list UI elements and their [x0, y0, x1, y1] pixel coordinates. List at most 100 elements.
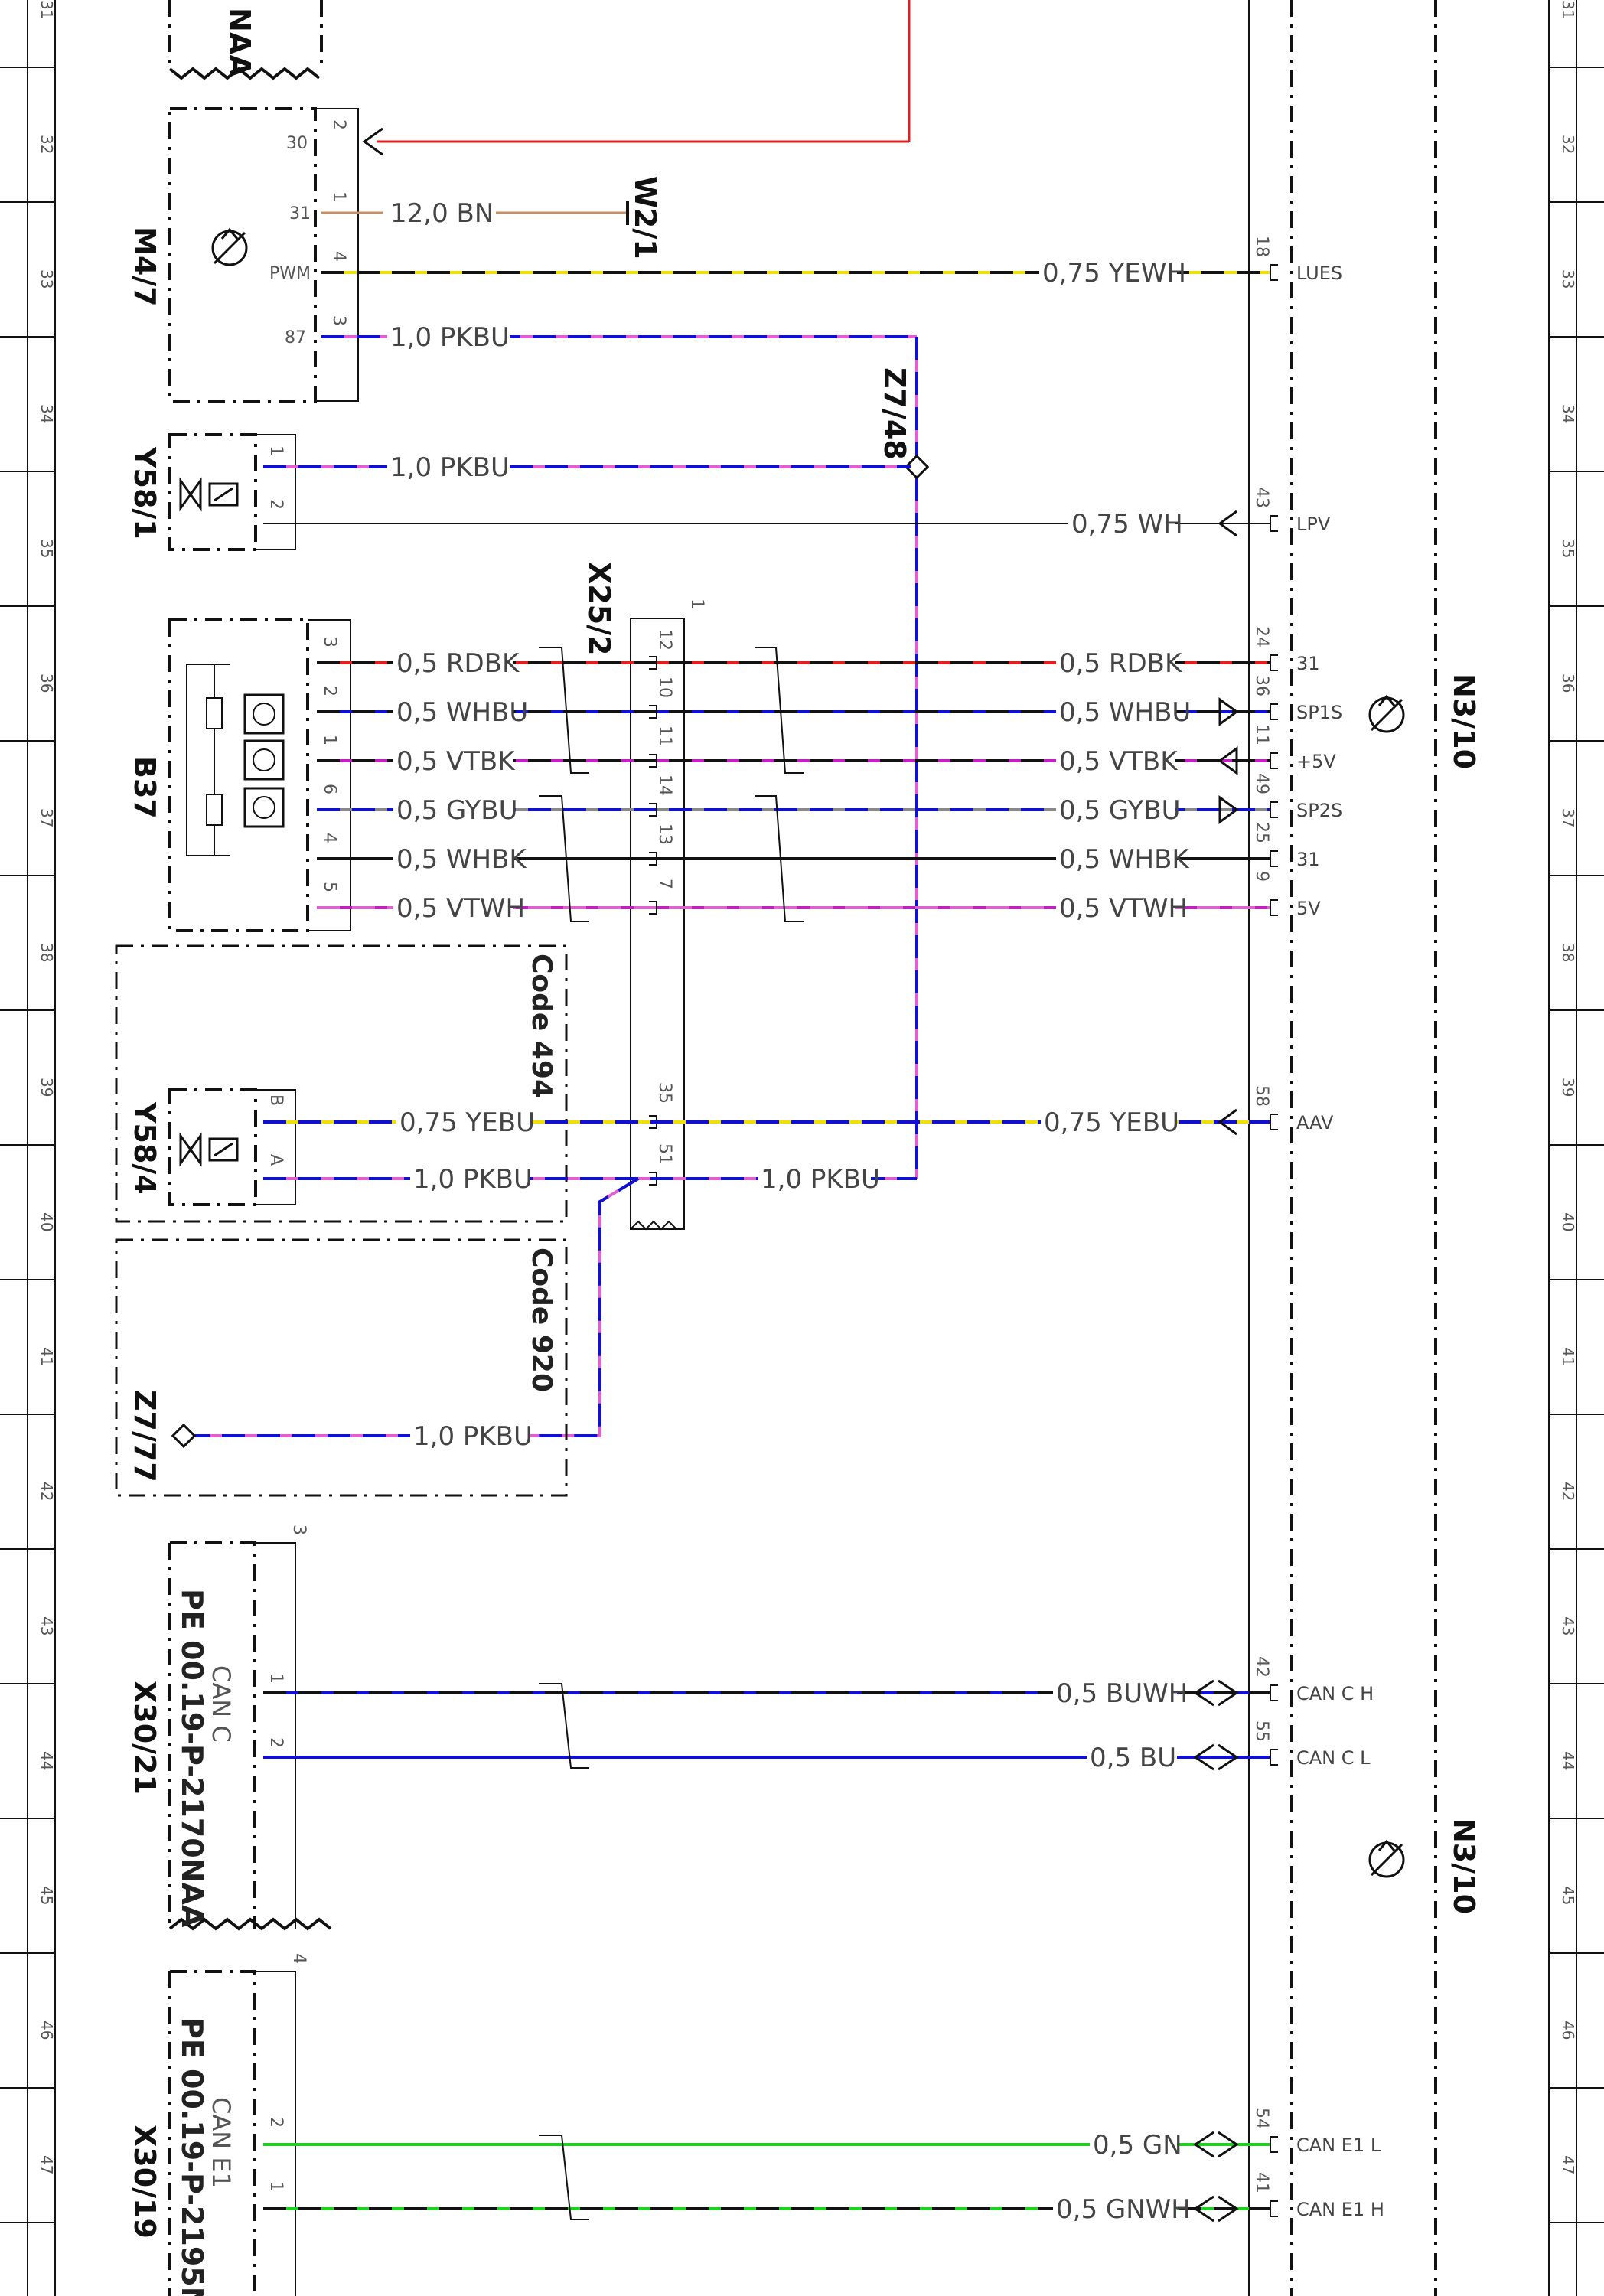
n310-pin-sig-54: CAN E1 L	[1296, 2135, 1381, 2156]
m47-pin-num-2: 2	[329, 119, 348, 130]
x252-pin-51: 51	[655, 1143, 674, 1165]
row-label-46-L: 46	[37, 2020, 56, 2040]
row-label-47-L: 47	[37, 2155, 56, 2174]
x252-pin-13: 13	[655, 823, 674, 845]
x3019-label: X30/19	[128, 2125, 161, 2239]
row-label-45-R: 45	[1559, 1886, 1577, 1905]
x3019-pe-ref: PE 00.19-P-2195N	[175, 2017, 209, 2296]
b37-label: B37	[128, 756, 161, 819]
wire-pkbu-z777-label: 1,0 PKBU	[413, 1421, 533, 1452]
code920-label: Code 920	[526, 1247, 557, 1392]
x3019-ref: 4	[289, 1953, 308, 1964]
row-label-40-L: 40	[37, 1212, 56, 1231]
wire-b37-right-label-1: 0,5 WHBU	[1059, 697, 1191, 728]
n310-pin-tick-25	[1270, 850, 1278, 867]
n310-pin-sig-24: 31	[1296, 653, 1320, 674]
connector-arrow-m47	[362, 127, 383, 156]
top-partial-label: NAA	[223, 8, 256, 77]
wire-b37-left-label-5: 0,5 VTWH	[396, 893, 525, 924]
n310-pin-sig-11: +5V	[1296, 751, 1336, 772]
x252-ref: 1	[687, 598, 706, 609]
n310-pin-sig-9: 5V	[1296, 898, 1321, 919]
twist-marker-1	[539, 647, 589, 774]
n310-pin-sig-55: CAN C L	[1296, 1747, 1371, 1769]
x252-label: X25/2	[582, 562, 616, 656]
top-partial-component: NAA	[168, 0, 323, 80]
b37-pin-5: 5	[320, 882, 339, 892]
n310-pin-sig-42: CAN C H	[1296, 1683, 1374, 1704]
z748-label: Z7/48	[878, 367, 911, 460]
m47-component: M4/7	[128, 107, 359, 403]
y584-valve-icon	[208, 1137, 239, 1162]
code920-box	[115, 1238, 568, 1497]
x3021-pin-2: 2	[266, 1737, 285, 1748]
x3019-pin-1: 1	[266, 2181, 285, 2192]
wire-b37-left-label-2: 0,5 VTBK	[396, 746, 516, 777]
x252-pin-tick-0	[649, 656, 657, 670]
row-label-40-R: 40	[1559, 1212, 1577, 1231]
x252-pin-11: 11	[655, 726, 674, 747]
x252-pin-10: 10	[655, 677, 674, 698]
row-label-44-R: 44	[1559, 1751, 1577, 1770]
n310-pin-tick-36	[1270, 703, 1278, 720]
n310-pin-num-55: 55	[1252, 1720, 1271, 1742]
row-label-34-L: 34	[37, 404, 56, 423]
y584-pin-a: A	[266, 1154, 285, 1166]
row-label-46-R: 46	[1559, 2020, 1577, 2040]
row-label-32-L: 32	[37, 135, 56, 154]
row-label-33-L: 33	[37, 269, 56, 289]
wire-bu-label: 0,5 BU	[1090, 1743, 1176, 1773]
x3021-pe-ref: PE 00.19-P-2170NAA	[175, 1589, 209, 1928]
row-label-36-R: 36	[1559, 673, 1577, 693]
n310-pin-tick-11	[1270, 752, 1278, 769]
n310-pin-tick-9	[1270, 899, 1278, 916]
w21-label: W2/1	[628, 176, 662, 259]
b37-pin-4: 4	[320, 833, 339, 843]
m47-pin-name-87: 87	[285, 328, 306, 347]
n310-pin-tick-49	[1270, 801, 1278, 818]
n310-pin-num-54: 54	[1252, 2108, 1271, 2129]
wire-wh-label: 0,75 WH	[1071, 509, 1183, 540]
row-label-45-L: 45	[37, 1886, 56, 1905]
m47-pin-num-3: 3	[329, 315, 348, 326]
n310-pin-num-24: 24	[1252, 626, 1271, 647]
x252-connector: X25/2 1	[582, 562, 706, 1231]
wire-b37-right-label-5: 0,5 VTWH	[1059, 893, 1188, 924]
n310-pin-tick-42	[1270, 1684, 1278, 1701]
n310-pin-tick-24	[1270, 654, 1278, 671]
m47-pins: 30 2 31 1 PWM 4 87 3	[269, 119, 348, 347]
row-label-37-R: 37	[1559, 808, 1577, 827]
twist-marker-can-c	[539, 1683, 589, 1769]
n310-pin-sig-18: LUES	[1296, 263, 1342, 284]
x252-pin-14: 14	[655, 775, 674, 796]
m47-pin-name-pwm: PWM	[269, 264, 311, 283]
arrow-can-e1-h	[1193, 2195, 1239, 2223]
row-label-36-L: 36	[37, 673, 56, 693]
y581-valve-icon	[208, 482, 239, 507]
wire-pkbu-y584-left-label: 1,0 PKBU	[413, 1164, 533, 1195]
n310-pin-tick-58	[1270, 1114, 1278, 1130]
arrow-can-c-h	[1193, 1679, 1239, 1707]
wire-bn-label: 12,0 BN	[390, 198, 494, 229]
row-label-39-L: 39	[37, 1078, 56, 1097]
n310-pin-num-36: 36	[1252, 675, 1271, 696]
x3019-component: PE 00.19-P-2195N CAN E1 X30/19 4 2 1	[128, 1953, 308, 2296]
n310-pin-tick-43	[1270, 515, 1278, 532]
y581-pin-1: 1	[266, 445, 285, 456]
b37-sensor-icon-2	[243, 739, 285, 781]
arrow-5v	[1218, 746, 1238, 775]
n310-pin-num-11: 11	[1252, 724, 1271, 745]
row-label-41-L: 41	[37, 1347, 56, 1366]
wire-b37-right-label-2: 0,5 VTBK	[1059, 746, 1179, 777]
arrow-sp2s	[1218, 795, 1239, 824]
b37-pin-2: 2	[320, 686, 339, 696]
b37-pin-1: 1	[320, 735, 339, 745]
n310-pin-num-42: 42	[1252, 1656, 1271, 1678]
b37-pin-3: 3	[320, 637, 339, 647]
n310-pin-num-25: 25	[1252, 822, 1271, 843]
arrow-can-c-l	[1193, 1743, 1239, 1771]
